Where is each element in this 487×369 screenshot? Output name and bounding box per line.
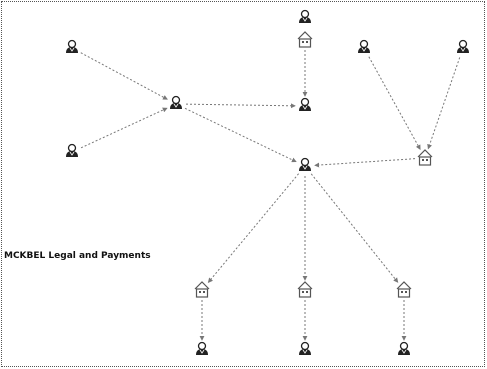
person-node[interactable] xyxy=(66,39,78,54)
person-icon xyxy=(299,97,311,111)
link-edge xyxy=(368,56,421,150)
building-icon xyxy=(417,149,433,166)
organization-node[interactable] xyxy=(417,149,433,166)
link-edge xyxy=(185,103,296,109)
person-node[interactable] xyxy=(299,341,311,356)
link-edge xyxy=(427,57,461,150)
person-node[interactable] xyxy=(299,97,311,112)
person-icon xyxy=(299,9,311,23)
person-icon xyxy=(457,39,469,53)
building-icon xyxy=(297,281,313,298)
person-node[interactable] xyxy=(398,341,410,356)
person-node[interactable] xyxy=(299,9,311,24)
link-edge xyxy=(314,158,416,168)
person-icon xyxy=(299,157,311,171)
organization-node[interactable] xyxy=(194,281,210,298)
diagram-caption: MCKBEL Legal and Payments xyxy=(4,251,151,261)
person-node[interactable] xyxy=(170,95,182,110)
person-icon xyxy=(398,341,410,355)
person-icon xyxy=(66,39,78,53)
nodes-layer xyxy=(66,9,469,356)
building-icon xyxy=(194,281,210,298)
person-node[interactable] xyxy=(196,341,208,356)
building-icon xyxy=(297,31,313,48)
person-icon xyxy=(66,143,78,157)
organization-node[interactable] xyxy=(297,31,313,48)
person-icon xyxy=(170,95,182,109)
link-edge xyxy=(184,107,297,163)
person-node[interactable] xyxy=(457,39,469,54)
organization-node[interactable] xyxy=(297,281,313,298)
link-edge xyxy=(80,107,168,149)
person-icon xyxy=(196,341,208,355)
edges-layer xyxy=(80,50,461,341)
building-icon xyxy=(396,281,412,298)
person-icon xyxy=(299,341,311,355)
person-icon xyxy=(358,39,370,53)
link-edge xyxy=(80,52,168,100)
link-edge xyxy=(310,173,399,283)
person-node[interactable] xyxy=(358,39,370,54)
person-node[interactable] xyxy=(299,157,311,172)
link-edge xyxy=(207,173,299,283)
organization-node[interactable] xyxy=(396,281,412,298)
person-node[interactable] xyxy=(66,143,78,158)
